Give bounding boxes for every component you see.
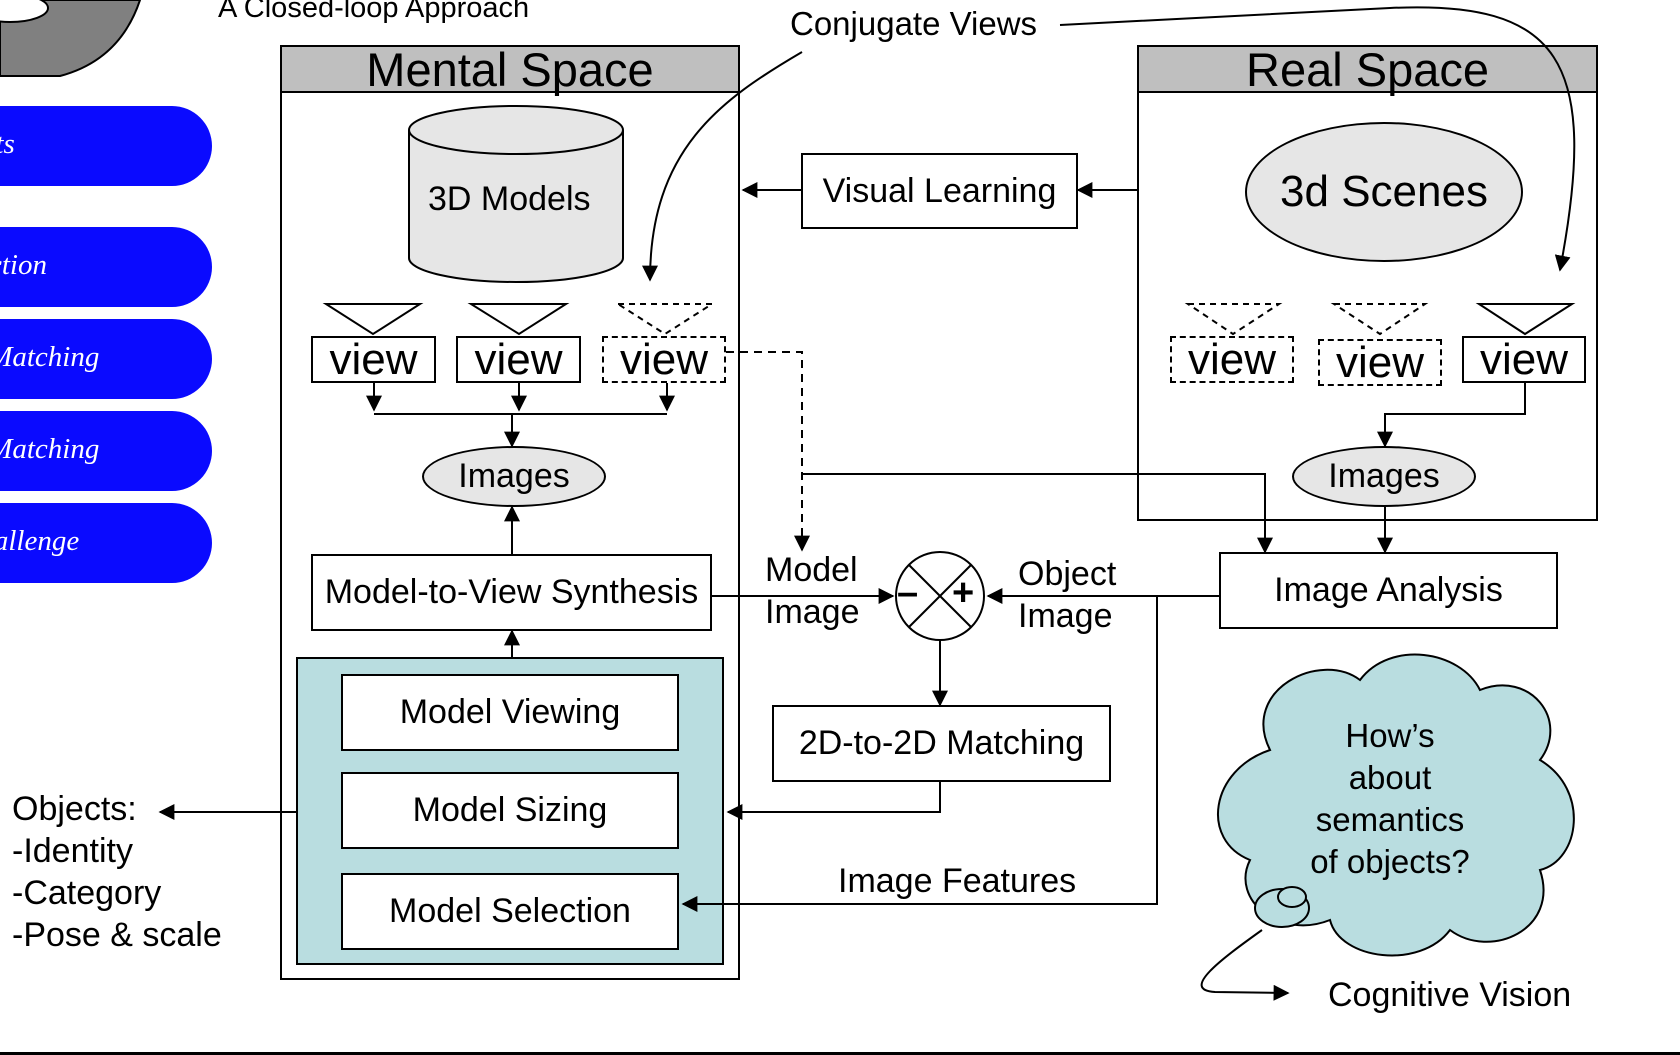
object-image-label-line2: Image [1018, 597, 1113, 635]
nav-item-label: D Matching [0, 341, 100, 373]
objects-item-category: -Category [12, 874, 162, 912]
nav-item-matching-1[interactable]: D Matching [0, 319, 212, 399]
logo-graphic [0, 0, 142, 77]
real-images-ellipse: Images [1292, 446, 1476, 507]
3d-models-label: 3D Models [428, 180, 591, 218]
nav-item-label: Challenge [0, 525, 80, 557]
real-view-3: view [1462, 335, 1586, 384]
model-image-label-line2: Image [765, 593, 860, 631]
mental-view-1: view [311, 335, 436, 384]
nav-item-label: D Matching [0, 433, 100, 465]
image-analysis-box: Image Analysis [1219, 552, 1558, 629]
bottom-rule [0, 1052, 1680, 1055]
nav-item-label: duction [0, 249, 47, 281]
nav-item-matching-2[interactable]: D Matching [0, 411, 212, 491]
objects-item-identity: -Identity [12, 832, 133, 870]
real-view-1: view [1170, 335, 1294, 384]
real-view-2: view [1318, 338, 1442, 387]
nav-item-contents[interactable]: tents [0, 106, 212, 186]
mental-images-ellipse: Images [422, 446, 606, 507]
nav-item-challenge[interactable]: Challenge [0, 503, 212, 583]
cloud-line: semantics [1315, 801, 1465, 838]
model-image-label-line1: Model [765, 551, 858, 589]
mental-view-2: view [456, 335, 581, 384]
visual-learning-box: Visual Learning [801, 153, 1078, 229]
3d-scenes-ellipse: 3d Scenes [1245, 122, 1523, 262]
nav-item-introduction[interactable]: duction [0, 227, 212, 307]
model-sizing-box: Model Sizing [341, 772, 679, 849]
mental-space-header: Mental Space [280, 43, 740, 96]
comparator-plus: + [952, 572, 975, 614]
nav-item-label: tents [0, 128, 15, 160]
model-viewing-box: Model Viewing [341, 674, 679, 751]
object-image-label-line1: Object [1018, 555, 1117, 593]
mental-view-3: view [602, 335, 726, 384]
model-selection-box: Model Selection [341, 873, 679, 950]
cloud-line: of objects? [1310, 843, 1470, 880]
thought-cloud-text: How’s about semantics of objects? [1290, 715, 1490, 883]
2d-to-2d-matching-box: 2D-to-2D Matching [772, 705, 1111, 782]
cognitive-vision-label: Cognitive Vision [1328, 976, 1572, 1014]
real-space-header: Real Space [1137, 43, 1598, 96]
objects-item-pose-scale: -Pose & scale [12, 916, 222, 954]
cloud-line: How’s [1345, 717, 1435, 754]
conjugate-views-label: Conjugate Views [790, 5, 1038, 42]
objects-title: Objects: [12, 790, 137, 828]
model-to-view-synthesis-box: Model-to-View Synthesis [311, 554, 712, 631]
image-features-label: Image Features [838, 862, 1077, 900]
comparator-minus: – [897, 572, 919, 614]
slide-subtitle: A Closed-loop Approach [218, 0, 530, 24]
cloud-line: about [1348, 759, 1432, 796]
